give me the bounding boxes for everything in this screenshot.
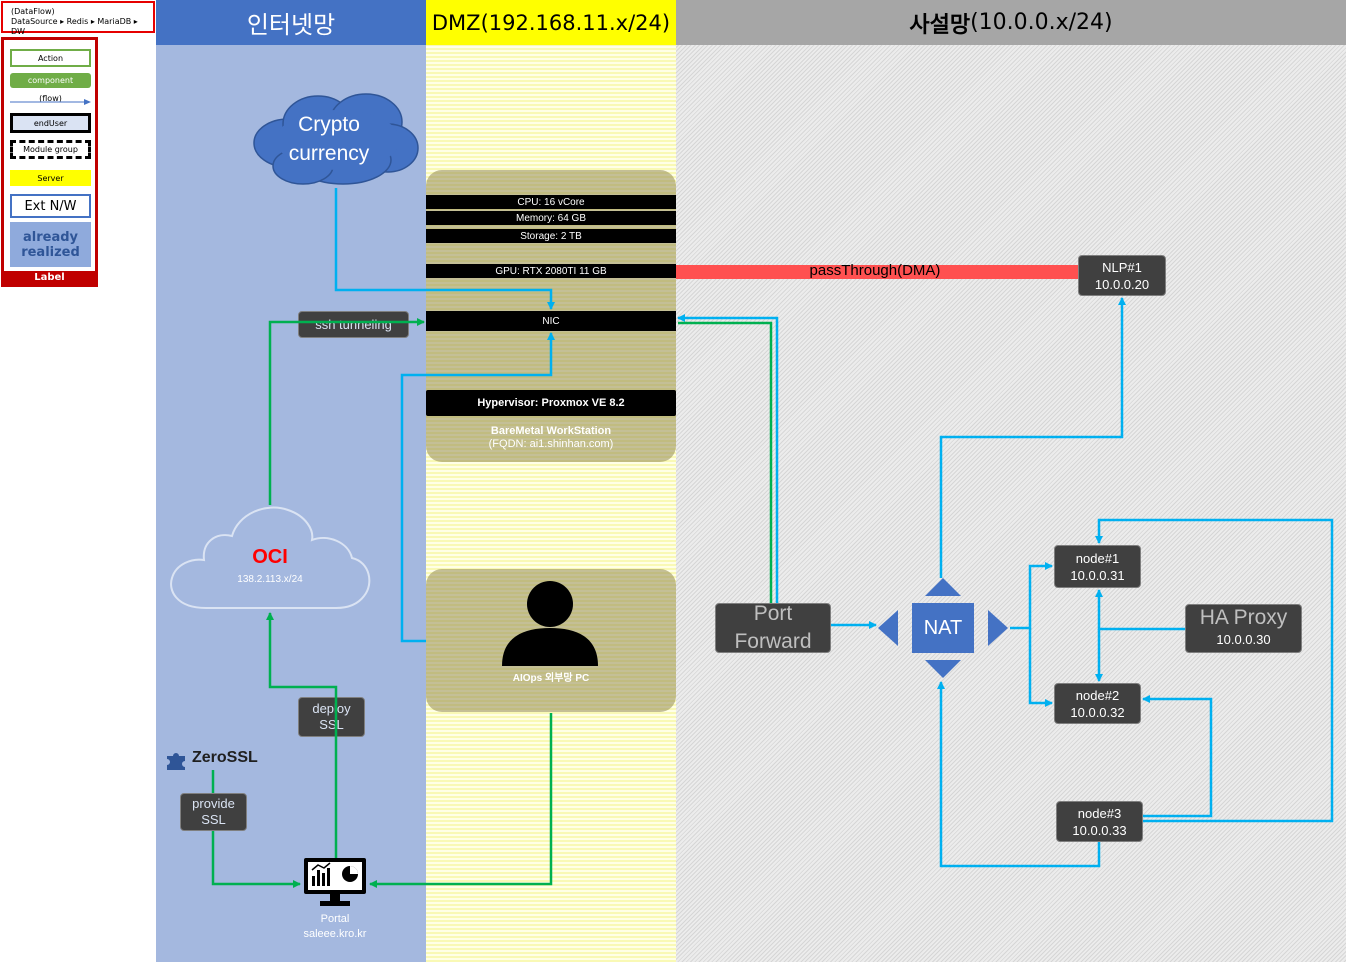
oci-cloud <box>170 506 371 609</box>
dataflow-title: (DataFlow) <box>11 7 55 16</box>
ssh-tunnel-line <box>268 318 425 505</box>
node1-server: node#1 10.0.0.31 <box>1054 545 1141 588</box>
crypto-to-nic-line <box>334 188 555 310</box>
nat-to-nlp1-line <box>939 297 1126 578</box>
node3-name: node#3 <box>1077 805 1122 821</box>
legend-ext-nw: Ext N/W <box>10 194 91 218</box>
zerossl-label: ZeroSSL <box>192 749 258 766</box>
workstation-name: BareMetal WorkStation <box>490 425 612 437</box>
legend-action: Action <box>10 49 91 67</box>
hypervisor-box: Hypervisor: Proxmox VE 8.2 <box>426 390 676 416</box>
legend-already-realized: already realized <box>10 222 91 267</box>
haproxy-ip: 10.0.0.30 <box>1216 631 1271 647</box>
oci-cidr: 138.2.113.x/24 <box>237 574 303 585</box>
nat-to-node2-line <box>1028 628 1053 707</box>
user-icon <box>502 581 598 666</box>
legend-title: Label <box>4 271 95 284</box>
legend: Action component (flow) endUser Module g… <box>1 37 98 287</box>
legend-enduser: endUser <box>10 113 91 133</box>
haproxy-name: HA Proxy <box>1199 605 1288 629</box>
node3-ip: 10.0.0.33 <box>1072 822 1127 838</box>
nic-to-portforward-line <box>678 321 773 603</box>
dataflow-box: (DataFlow) DataSource ▸ Redis ▸ MariaDB … <box>1 1 155 36</box>
node1-ip: 10.0.0.31 <box>1070 567 1125 583</box>
cpu-spec: CPU: 16 vCore <box>426 195 676 209</box>
deploy-to-oci-line <box>266 612 338 697</box>
memory-spec: Memory: 64 GB <box>426 211 676 225</box>
dmz-zone-header: DMZ(192.168.11.x/24) <box>426 0 676 45</box>
dataflow-path: DataSource ▸ Redis ▸ MariaDB ▸ DW <box>11 17 138 36</box>
dmz-zone-title: DMZ(192.168.11.x/24) <box>431 10 671 35</box>
nlp1-server: NLP#1 10.0.0.20 <box>1078 255 1166 296</box>
nat-arrows-icon <box>878 578 1008 678</box>
node2-server: node#2 10.0.0.32 <box>1054 683 1141 724</box>
crypto-cloud <box>253 93 419 185</box>
provide-ssl-line1: provide <box>192 796 235 811</box>
nic-box: NIC <box>426 311 676 331</box>
deploy-ssl-box: deploy SSL <box>298 697 365 737</box>
node3-to-node2-line <box>1142 695 1213 818</box>
node3-to-node1-line <box>1095 518 1334 823</box>
nlp1-name: NLP#1 <box>1102 259 1142 275</box>
portforward-to-nic-line <box>677 314 779 603</box>
internet-zone-title: 인터넷망 <box>246 11 336 39</box>
node1-name: node#1 <box>1075 550 1120 566</box>
legend-flow-arrow <box>10 99 91 105</box>
deploy-ssl-line2: SSL <box>319 717 344 732</box>
private-zone-title: 사설망 <box>909 12 971 38</box>
legend-component: component <box>10 73 91 88</box>
portal-name: Portal <box>320 913 350 925</box>
node2-name: node#2 <box>1075 687 1120 703</box>
nlp1-ip: 10.0.0.20 <box>1094 276 1150 292</box>
private-zone <box>676 0 1346 962</box>
internet-zone-header: 인터넷망 <box>156 0 426 45</box>
storage-spec: Storage: 2 TB <box>426 229 676 243</box>
portal-label: Portal saleee.kro.kr <box>285 912 385 942</box>
passthrough-label: passThrough(DMA) <box>809 262 941 279</box>
passthrough-bar <box>676 265 1078 279</box>
haproxy-server: HA Proxy 10.0.0.30 <box>1185 604 1302 653</box>
gpu-spec: GPU: RTX 2080TI 11 GB <box>426 264 676 278</box>
portal-domain: saleee.kro.kr <box>303 928 367 940</box>
crypto-line1: Crypto <box>298 113 360 136</box>
workstation-fqdn: (FQDN: ai1.shinhan.com) <box>488 438 614 450</box>
legend-server: Server <box>10 170 91 186</box>
nat-to-node1-line <box>1010 562 1053 630</box>
zerossl-to-portal-line <box>211 831 301 888</box>
port-forward-box: Port Forward <box>715 602 831 653</box>
port-forward-line1: Port <box>753 602 793 625</box>
crypto-label: Crypto currency <box>268 110 390 168</box>
oci-title: OCI <box>252 546 288 568</box>
portal-monitor-icon <box>304 858 366 906</box>
private-zone-header: 사설망(10.0.0.x/24) <box>676 0 1346 45</box>
nat-label: NAT <box>923 616 963 639</box>
node3-to-nat-line <box>937 681 1101 868</box>
legend-module-group: Module group <box>10 140 91 159</box>
deploy-ssl-line1: deploy <box>312 701 351 716</box>
provide-ssl-box: provide SSL <box>180 793 247 831</box>
workstation-label: BareMetal WorkStation (FQDN: ai1.shinhan… <box>426 425 676 451</box>
crypto-line2: currency <box>288 142 370 165</box>
private-zone-cidr: (10.0.0.x/24) <box>970 10 1113 35</box>
aiops-to-portal-line <box>369 713 553 888</box>
node3-server: node#3 10.0.0.33 <box>1056 801 1143 842</box>
legend-flow: (flow) <box>39 93 62 103</box>
zerossl-puzzle-icon <box>167 753 185 770</box>
haproxy-to-node1-line <box>1095 589 1185 631</box>
aiops-to-nic-line <box>400 332 555 643</box>
node2-ip: 10.0.0.32 <box>1070 704 1125 720</box>
provide-ssl-line2: SSL <box>201 812 226 827</box>
aiops-label: AIOps 외부망 PC <box>512 673 590 684</box>
port-forward-line2: Forward <box>734 630 812 653</box>
